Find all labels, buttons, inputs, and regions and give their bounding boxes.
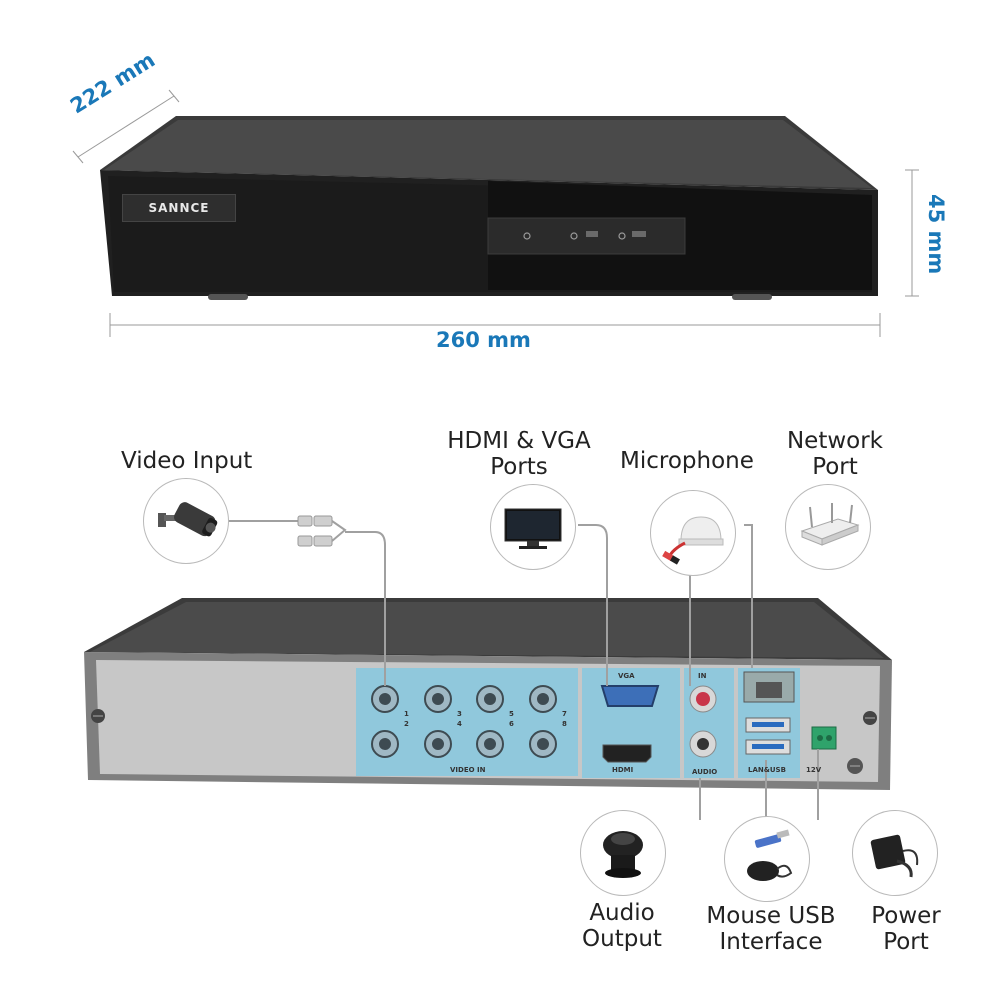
bnc-connectors <box>371 685 557 758</box>
audio-output-label: Audio Output <box>582 900 662 952</box>
channel-number: 1 <box>404 710 409 718</box>
audio-label: AUDIO <box>692 768 718 776</box>
microphone-icon <box>650 490 736 576</box>
power-adapter-icon <box>852 810 938 896</box>
camera-icon <box>143 478 229 564</box>
channel-number: 4 <box>457 720 462 728</box>
channel-number: 7 <box>562 710 567 718</box>
channel-number: 6 <box>509 720 514 728</box>
network-port-label: Network Port <box>786 428 884 480</box>
channel-number: 5 <box>509 710 514 718</box>
mouse-usb-icon <box>724 816 810 902</box>
vga-label: VGA <box>618 672 635 680</box>
video-in-label: VIDEO IN <box>450 766 486 774</box>
dvr-back-view <box>84 515 892 820</box>
channel-number: 3 <box>457 710 462 718</box>
channel-number: 8 <box>562 720 567 728</box>
microphone-label: Microphone <box>620 448 754 474</box>
hdmi-vga-label: HDMI & VGA Ports <box>447 428 591 480</box>
channel-number: 2 <box>404 720 409 728</box>
power-label: 12V <box>806 766 822 774</box>
audio-in-label: IN <box>698 672 707 680</box>
mouse-usb-label: Mouse USB Interface <box>706 903 836 955</box>
video-input-label: Video Input <box>121 448 253 474</box>
hdmi-label: HDMI <box>612 766 634 774</box>
width-dimension-label: 260 mm <box>436 328 531 352</box>
monitor-icon <box>490 484 576 570</box>
height-dimension-label: 45 mm <box>924 194 948 275</box>
dvr-front-view <box>72 89 919 337</box>
brand-logo: SANNCE <box>122 194 236 222</box>
speaker-icon <box>580 810 666 896</box>
lan-usb-label: LAN&USB <box>748 766 786 774</box>
power-port-label: Power Port <box>871 903 941 955</box>
router-icon <box>785 484 871 570</box>
